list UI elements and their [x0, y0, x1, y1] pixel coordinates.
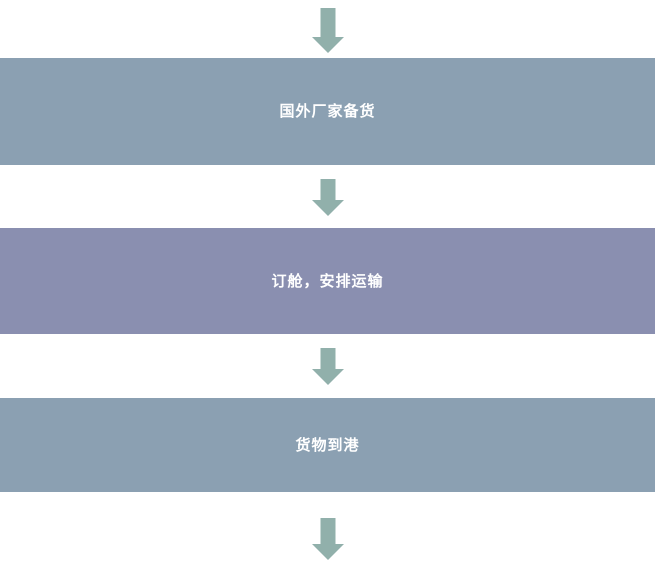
process-node-2-label: 订舱，安排运输 — [271, 271, 384, 290]
process-node-1[interactable]: 国外厂家备货 — [0, 58, 655, 165]
arrow-head — [311, 200, 344, 216]
process-node-3-label: 货物到港 — [295, 435, 360, 454]
arrow-head — [311, 37, 344, 53]
connector-arrow-top — [0, 8, 655, 53]
arrow-head — [311, 369, 344, 385]
arrow-down-icon — [311, 518, 344, 560]
connector-arrow-2-3 — [0, 348, 655, 385]
process-node-3[interactable]: 货物到港 — [0, 398, 655, 492]
arrow-shaft — [320, 518, 335, 544]
arrow-down-icon — [311, 348, 344, 385]
connector-arrow-1-2 — [0, 179, 655, 216]
process-node-2[interactable]: 订舱，安排运输 — [0, 228, 655, 334]
arrow-down-icon — [311, 8, 344, 53]
arrow-shaft — [320, 179, 335, 200]
arrow-shaft — [320, 348, 335, 369]
arrow-shaft — [320, 8, 335, 37]
process-node-1-label: 国外厂家备货 — [279, 102, 376, 120]
arrow-down-icon — [311, 179, 344, 216]
arrow-head — [311, 544, 344, 560]
connector-arrow-bottom — [0, 518, 655, 560]
